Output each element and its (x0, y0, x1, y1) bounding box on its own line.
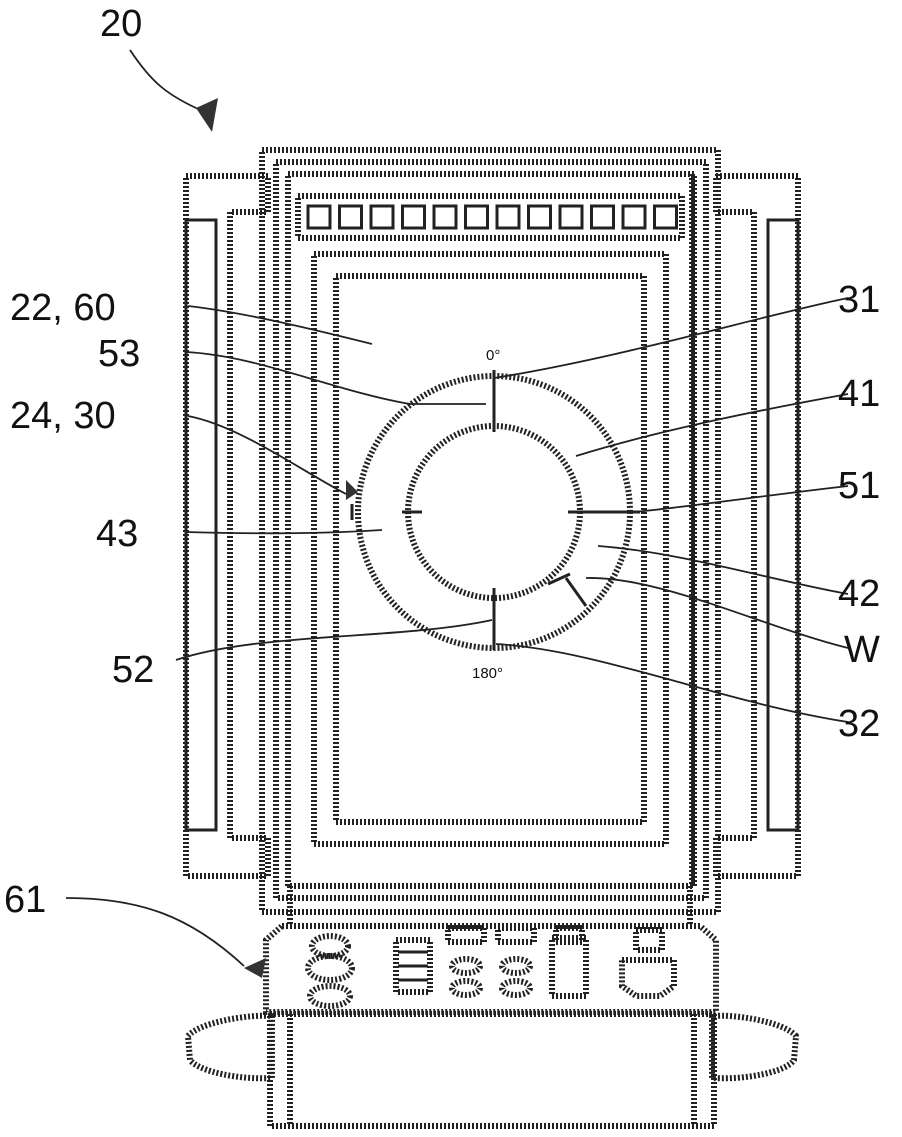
indicator-cell (592, 206, 614, 228)
ref-label-41: 41 (838, 373, 880, 415)
indicator-cells (308, 206, 677, 228)
left-side-bracket (186, 176, 268, 876)
ref-label-42: 42 (838, 573, 880, 615)
indicator-cell (434, 206, 456, 228)
indicator-cell (560, 206, 582, 228)
width-w-marker (548, 574, 586, 606)
leader-42 (598, 546, 848, 594)
device-housing (262, 150, 718, 912)
indicator-cell (529, 206, 551, 228)
ref-arrow-61-head (244, 958, 266, 978)
leader-24-30 (188, 416, 346, 494)
inner-dial-circle (408, 426, 580, 598)
indicator-cell (497, 206, 519, 228)
leader-41 (576, 394, 848, 456)
tick-0-label: 0° (486, 347, 500, 364)
leader-w (586, 578, 848, 648)
tick-180-label: 180° (472, 665, 503, 682)
ref-label-52: 52 (112, 649, 154, 691)
ref-arrow-20-line (130, 50, 205, 112)
dial: 0° 180° (346, 347, 640, 682)
indicator-cell (466, 206, 488, 228)
ref-label-51: 51 (838, 465, 880, 507)
right-side-bracket (716, 176, 798, 876)
leader-31 (494, 298, 848, 378)
ref-label-32: 32 (838, 703, 880, 745)
ref-label-53: 53 (98, 333, 140, 375)
indicator-strip (298, 196, 682, 238)
ref-label-31: 31 (838, 279, 880, 321)
ref-label-61: 61 (4, 879, 46, 921)
indicator-cell (403, 206, 425, 228)
ref-label-43: 43 (96, 513, 138, 555)
indicator-cell (308, 206, 330, 228)
ref-label-24-30: 24, 30 (10, 395, 116, 437)
ref-label-w: W (844, 629, 880, 671)
indicator-cell (655, 206, 677, 228)
ref-label-20: 20 (100, 3, 142, 45)
control-panel (188, 886, 796, 1126)
indicator-cell (623, 206, 645, 228)
ref-label-22-60: 22, 60 (10, 287, 116, 329)
indicator-cell (371, 206, 393, 228)
leader-61 (66, 898, 244, 966)
indicator-cell (340, 206, 362, 228)
ref-arrow-20-head (196, 98, 218, 132)
